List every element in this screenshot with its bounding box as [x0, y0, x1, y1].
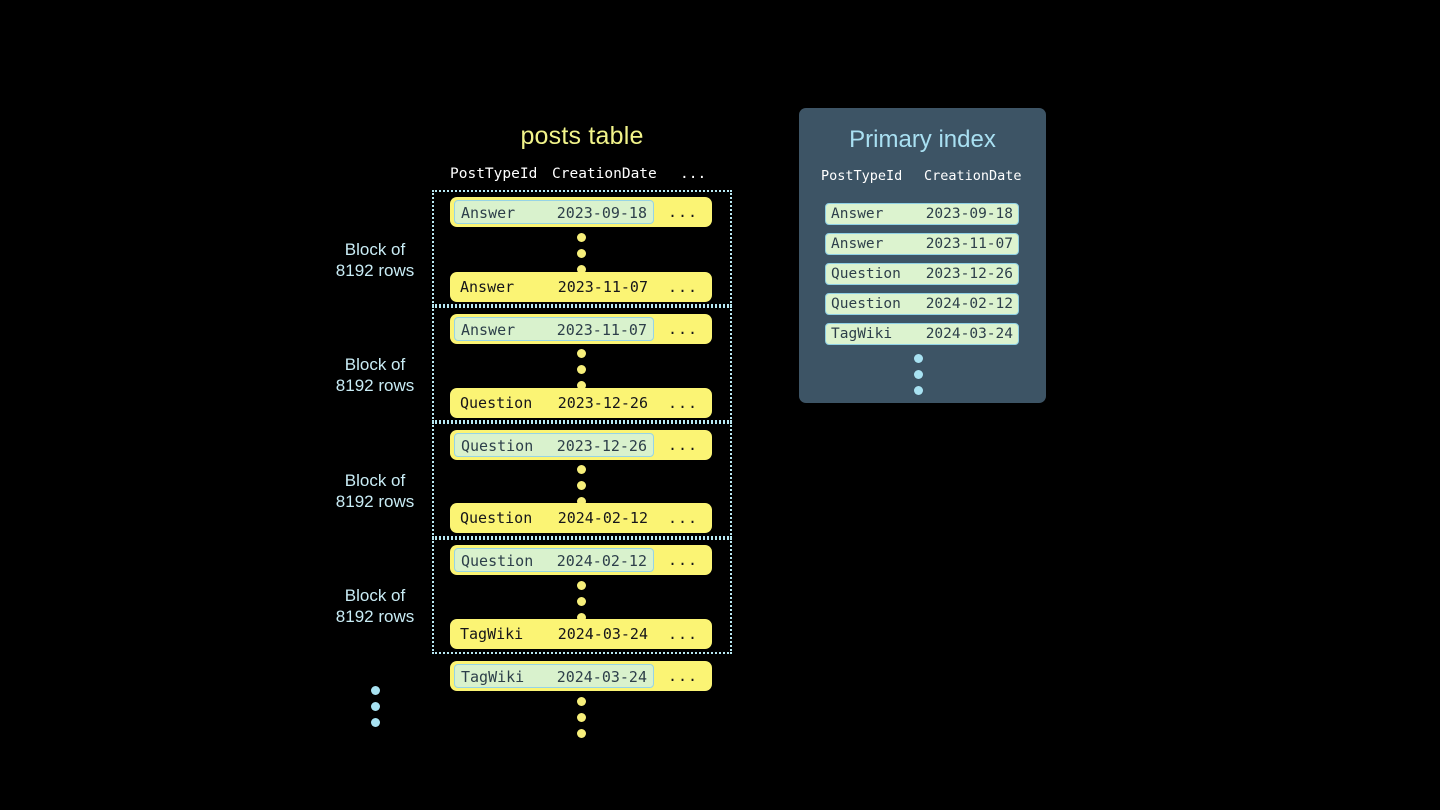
cell-creationdate: 2024-03-24: [557, 625, 648, 643]
vertical-ellipsis-dots: [577, 697, 587, 745]
block-2-label-line2: 8192 rows: [335, 376, 415, 395]
block-1-label-line1: Block of: [344, 240, 406, 259]
block-2: [432, 306, 732, 422]
table-row[interactable]: Question 2024-02-12 ...: [450, 503, 712, 533]
row-key-cells: Question 2023-12-26: [454, 391, 654, 415]
block-4-label-line1: Block of: [344, 586, 406, 605]
row-key-cells: Question 2023-12-26: [454, 433, 654, 457]
index-row[interactable]: Question 2024-02-12: [825, 293, 1019, 315]
posts-table-column-headers: PostTypeId CreationDate ...: [432, 166, 732, 186]
row-key-cells: Answer 2023-09-18: [454, 200, 654, 224]
cell-creationdate: 2024-02-12: [556, 552, 647, 570]
table-row[interactable]: Question 2023-12-26 ...: [450, 388, 712, 418]
cell-more: ...: [668, 278, 699, 296]
cell-creationdate: 2023-11-07: [557, 278, 648, 296]
cell-more: ...: [668, 394, 699, 412]
cell-creationdate: 2023-12-26: [925, 266, 1013, 282]
cell-posttypeid: Question: [461, 552, 534, 570]
cell-creationdate: 2023-09-18: [556, 204, 647, 222]
row-key-cells: Answer 2023-11-07: [454, 317, 654, 341]
cell-posttypeid: TagWiki: [460, 625, 524, 643]
cell-posttypeid: Answer: [831, 236, 884, 252]
cell-more: ...: [668, 625, 699, 643]
index-row[interactable]: TagWiki 2024-03-24: [825, 323, 1019, 345]
cell-posttypeid: Answer: [461, 321, 516, 339]
cell-more: ...: [668, 436, 699, 454]
row-key-cells: Question 2024-02-12: [454, 548, 654, 572]
cell-posttypeid: Answer: [460, 278, 515, 296]
row-key-cells: TagWiki 2024-03-24: [454, 622, 654, 646]
index-row[interactable]: Question 2023-12-26: [825, 263, 1019, 285]
header-posttypeid: PostTypeId: [450, 166, 538, 182]
vertical-ellipsis-dots: [577, 581, 587, 629]
row-key-cells: Answer 2023-11-07: [454, 275, 654, 299]
block-3-label-line2: 8192 rows: [335, 492, 415, 511]
block-2-label: Block of 8192 rows: [290, 354, 460, 396]
block-2-label-line1: Block of: [344, 355, 406, 374]
index-row[interactable]: Answer 2023-09-18: [825, 203, 1019, 225]
block-4: [432, 538, 732, 654]
row-key-cells: Question 2024-02-12: [454, 506, 654, 530]
table-row[interactable]: Question 2023-12-26 ...: [450, 430, 712, 460]
header-posttypeid: PostTypeId: [821, 168, 903, 184]
block-4-label: Block of 8192 rows: [290, 585, 460, 627]
cell-creationdate: 2023-11-07: [925, 236, 1013, 252]
cell-creationdate: 2024-03-24: [925, 326, 1013, 342]
cell-posttypeid: Answer: [831, 206, 884, 222]
index-continue-ellipsis-dots: [914, 354, 924, 402]
cell-more: ...: [668, 551, 699, 569]
blocks-continue-ellipsis-dots: [371, 686, 381, 734]
cell-creationdate: 2023-12-26: [557, 394, 648, 412]
cell-posttypeid: TagWiki: [831, 326, 893, 342]
vertical-ellipsis-dots: [577, 349, 587, 397]
table-row[interactable]: Answer 2023-11-07 ...: [450, 314, 712, 344]
table-row[interactable]: TagWiki 2024-03-24 ...: [450, 661, 712, 691]
cell-posttypeid: Answer: [461, 204, 516, 222]
row-key-cells: TagWiki 2024-03-24: [454, 664, 654, 688]
cell-more: ...: [668, 320, 699, 338]
vertical-ellipsis-dots: [577, 233, 587, 281]
cell-more: ...: [668, 667, 699, 685]
table-row[interactable]: Answer 2023-09-18 ...: [450, 197, 712, 227]
header-creationdate: CreationDate: [924, 168, 1022, 184]
block-1: [432, 190, 732, 306]
cell-posttypeid: Question: [461, 437, 534, 455]
cell-creationdate: 2024-02-12: [557, 509, 648, 527]
primary-index-panel: Primary index PostTypeId CreationDate An…: [799, 108, 1046, 403]
block-3: [432, 422, 732, 538]
cell-creationdate: 2024-02-12: [925, 296, 1013, 312]
cell-creationdate: 2023-09-18: [925, 206, 1013, 222]
cell-creationdate: 2023-12-26: [556, 437, 647, 455]
primary-index-column-headers: PostTypeId CreationDate: [799, 168, 1046, 188]
header-creationdate: CreationDate: [552, 166, 657, 182]
cell-posttypeid: Question: [460, 509, 533, 527]
table-row[interactable]: Answer 2023-11-07 ...: [450, 272, 712, 302]
index-row[interactable]: Answer 2023-11-07: [825, 233, 1019, 255]
vertical-ellipsis-dots: [577, 465, 587, 513]
cell-more: ...: [668, 509, 699, 527]
cell-posttypeid: TagWiki: [461, 668, 525, 686]
primary-index-title: Primary index: [849, 126, 996, 153]
block-3-label: Block of 8192 rows: [290, 470, 460, 512]
cell-creationdate: 2023-11-07: [556, 321, 647, 339]
block-3-label-line1: Block of: [344, 471, 406, 490]
table-row[interactable]: Question 2024-02-12 ...: [450, 545, 712, 575]
block-1-label-line2: 8192 rows: [335, 261, 415, 280]
cell-more: ...: [668, 203, 699, 221]
cell-posttypeid: Question: [831, 296, 901, 312]
block-1-label: Block of 8192 rows: [290, 239, 460, 281]
cell-creationdate: 2024-03-24: [556, 668, 647, 686]
cell-posttypeid: Question: [831, 266, 901, 282]
cell-posttypeid: Question: [460, 394, 533, 412]
header-more: ...: [680, 166, 707, 182]
posts-table-title: posts table: [520, 122, 644, 150]
block-4-label-line2: 8192 rows: [335, 607, 415, 626]
table-row[interactable]: TagWiki 2024-03-24 ...: [450, 619, 712, 649]
